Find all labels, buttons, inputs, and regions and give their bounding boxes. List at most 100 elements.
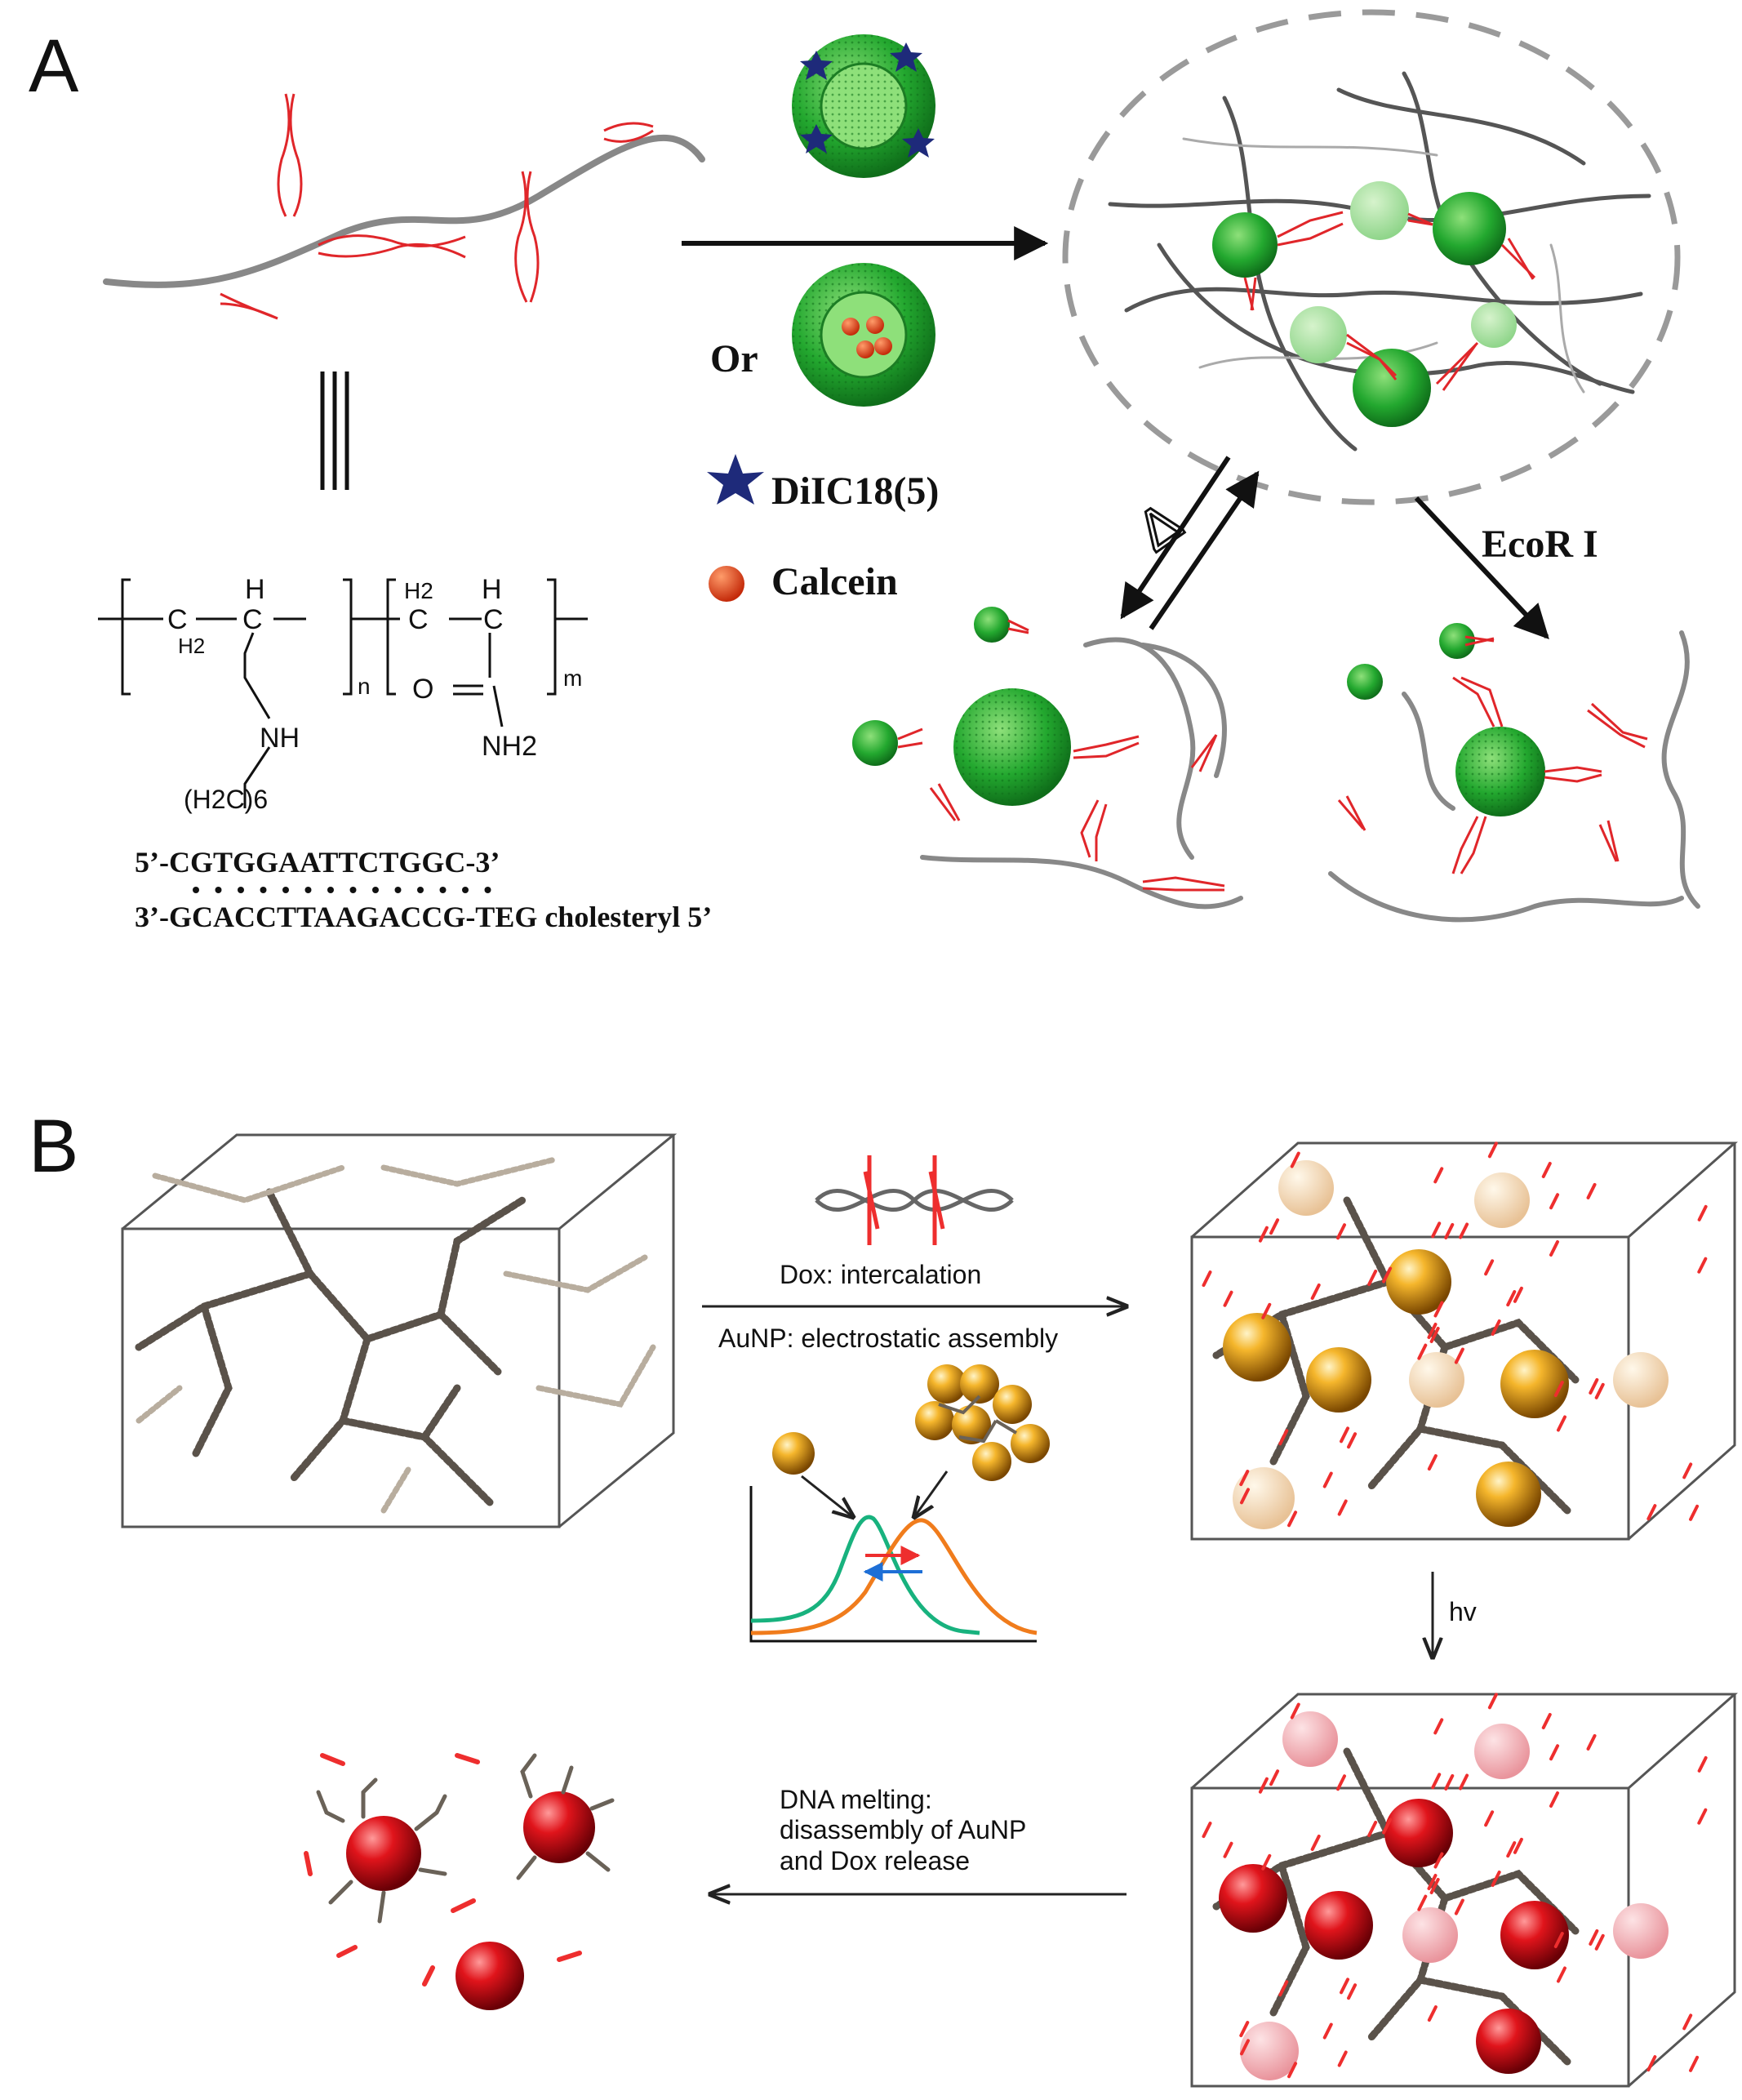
dox-mark [1347,1983,1358,2000]
dox-mark [1278,1429,1289,1446]
dox-mark [1427,1454,1438,1471]
dox-mark [1223,1841,1233,1858]
dox-mark [1556,1415,1566,1432]
step2-label: hv [1449,1597,1477,1626]
dox-mark [1549,1744,1560,1761]
aunp-loaded-gel-box [1190,1141,1738,1541]
dox-mark [1310,1834,1321,1851]
heated-dissociated-state [852,607,1243,910]
dox-mark [1239,1488,1250,1505]
dox-mark [1337,2050,1348,2067]
dox-mark [1541,1712,1552,1729]
aunp-cluster-icon [915,1364,1050,1481]
dox-mark [1556,1966,1566,1983]
dox-mark [1697,1808,1708,1825]
heat-forward-arrow [1120,456,1231,620]
dox-mark [1646,1504,1657,1521]
dye-stars [800,42,935,158]
dox-mark [1382,1817,1393,1835]
dna-polymer-strand [103,93,705,320]
calcein-loaded-liposome [792,263,935,407]
base-pair-dot [282,887,289,893]
base-pair-dot [417,887,424,893]
formula-subscript-n: n [358,674,371,699]
dox-mark [1697,1204,1708,1221]
dye-loaded-liposome [792,34,935,178]
dox-mark [1337,1499,1348,1516]
dye-star-icon [800,124,833,153]
sequence-bottom: 3’-GCACCTTAAGACCG-TEG cholesteryl 5’ [135,901,712,933]
formula-nh2: NH2 [482,731,537,762]
panel-a-label: A [29,24,79,108]
dox-mark [1322,1471,1333,1488]
dox-mark [1697,1257,1708,1274]
dox-mark [1549,1791,1559,1808]
dox-mark [1513,1837,1523,1854]
dox-mark [1202,1270,1212,1288]
microgel-network [1062,9,1681,505]
step1-bottom-label: AuNP: electrostatic assembly [718,1324,1058,1353]
or-label: Or [710,337,758,380]
base-pair-dot [372,887,379,893]
dye-star-icon [890,42,922,72]
dye-star-icon [902,128,935,158]
dox-mark [1287,1510,1298,1528]
dox-mark [1335,1774,1346,1791]
dox-mark [1459,1222,1469,1239]
step1-top-label: Dox: intercalation [780,1260,981,1289]
dox-mark [1689,2055,1700,2072]
dox-mark [1431,1773,1442,1790]
dox-mark [1347,1432,1358,1449]
base-pair-dot [238,887,244,893]
base-pair-dot [215,887,222,893]
dox-marks-red-box [1202,1693,1708,2079]
dox-mark [1278,1980,1289,1997]
dox-mark [1340,1426,1350,1444]
dye-star-icon [800,51,833,80]
formula-o: O [412,674,433,705]
formula-c-right-a: C [408,604,429,635]
dox-mark [1335,1223,1346,1240]
base-pair-dot [193,887,199,893]
dox-mark [1553,1381,1564,1398]
step3-line3: and Dox release [780,1846,970,1875]
dox-mark [1549,1239,1559,1257]
dox-mark [1541,1161,1552,1178]
dox-mark [1487,1141,1498,1159]
aunp-free-icon [772,1432,815,1475]
dox-mark [1454,1347,1464,1364]
dox-marks-gold-box [1202,1141,1708,1528]
dox-mark [1382,1266,1393,1284]
dna-hydrogel-box [121,1133,678,1528]
heat-reverse-arrow [1149,470,1260,630]
base-pair-dot [349,887,357,893]
dox-mark [1287,2062,1298,2079]
base-pair-dot [394,887,402,893]
legend-dye-star-icon [707,454,764,505]
formula-h2-left: H2 [178,634,205,658]
formula-c-left: C [167,604,188,635]
dox-mark [1433,1718,1444,1735]
formula-linker: (H2C)6 [184,785,268,814]
absorbance-spectrum-chart [749,1470,1038,1643]
dox-mark [1322,2022,1333,2040]
irradiated-gel-box [1190,1693,1738,2088]
dox-mark [1589,1929,1599,1946]
dox-mark [1586,1182,1597,1199]
base-pair-dot [462,887,469,893]
base-pair-dot [327,887,334,893]
dox-mark [1484,1259,1495,1276]
dox-mark [1429,1878,1440,1894]
sequence-top: 5’-CGTGGAATTCTGGC-3’ [135,846,500,879]
dox-mark [1433,1301,1444,1318]
dox-mark [1586,1733,1597,1751]
dox-mark [1589,1377,1599,1395]
dox-mark [1269,1769,1280,1786]
dox-mark [1258,1226,1269,1243]
dox-mark [1290,1702,1300,1720]
dox-mark [1682,1462,1693,1479]
dox-mark [1553,1932,1564,1949]
step3-line1: DNA melting: [780,1785,932,1814]
formula-nh: NH [260,723,300,754]
dox-mark [1261,1853,1272,1871]
